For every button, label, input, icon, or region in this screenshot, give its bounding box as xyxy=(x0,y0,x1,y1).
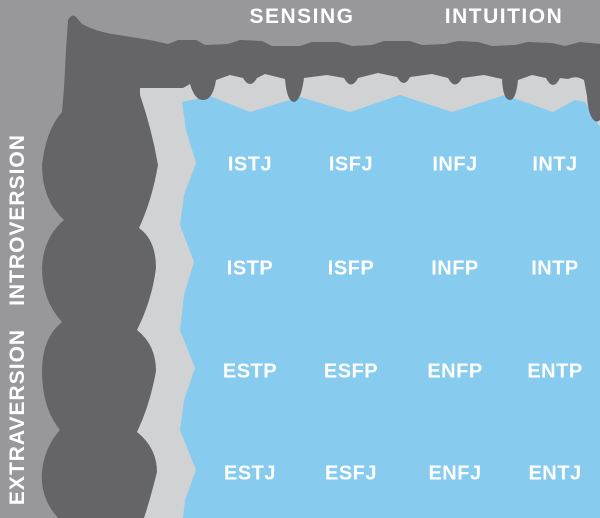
type-cell-istj: ISTJ xyxy=(227,153,273,176)
type-cell-entp: ENTP xyxy=(527,360,583,383)
blue-grid-area-shape xyxy=(180,95,600,518)
melted-dark-band-shape xyxy=(41,15,600,518)
type-cell-esfp: ESFP xyxy=(323,360,379,383)
type-cell-intj: INTJ xyxy=(532,153,578,176)
type-cell-entj: ENTJ xyxy=(528,462,582,485)
type-cell-infj: INFJ xyxy=(432,153,478,176)
type-cell-estp: ESTP xyxy=(222,360,278,383)
type-cell-intp: INTP xyxy=(531,257,579,280)
type-cell-estj: ESTJ xyxy=(223,462,277,485)
type-cell-istp: ISTP xyxy=(226,257,274,280)
type-cell-isfp: ISFP xyxy=(327,257,375,280)
type-cell-esfj: ESFJ xyxy=(324,462,378,485)
left-axis-label-introversion: INTROVERSION xyxy=(6,134,29,306)
top-axis-label-sensing: SENSING xyxy=(249,5,355,28)
top-axis-label-intuition: INTUITION xyxy=(444,5,564,28)
type-cell-enfp: ENFP xyxy=(427,360,483,383)
type-cell-isfj: ISFJ xyxy=(328,153,374,176)
left-axis-label-extraversion: EXTRAVERSION xyxy=(6,328,29,506)
type-cell-infp: INFP xyxy=(431,257,479,280)
type-cell-enfj: ENFJ xyxy=(428,462,482,485)
